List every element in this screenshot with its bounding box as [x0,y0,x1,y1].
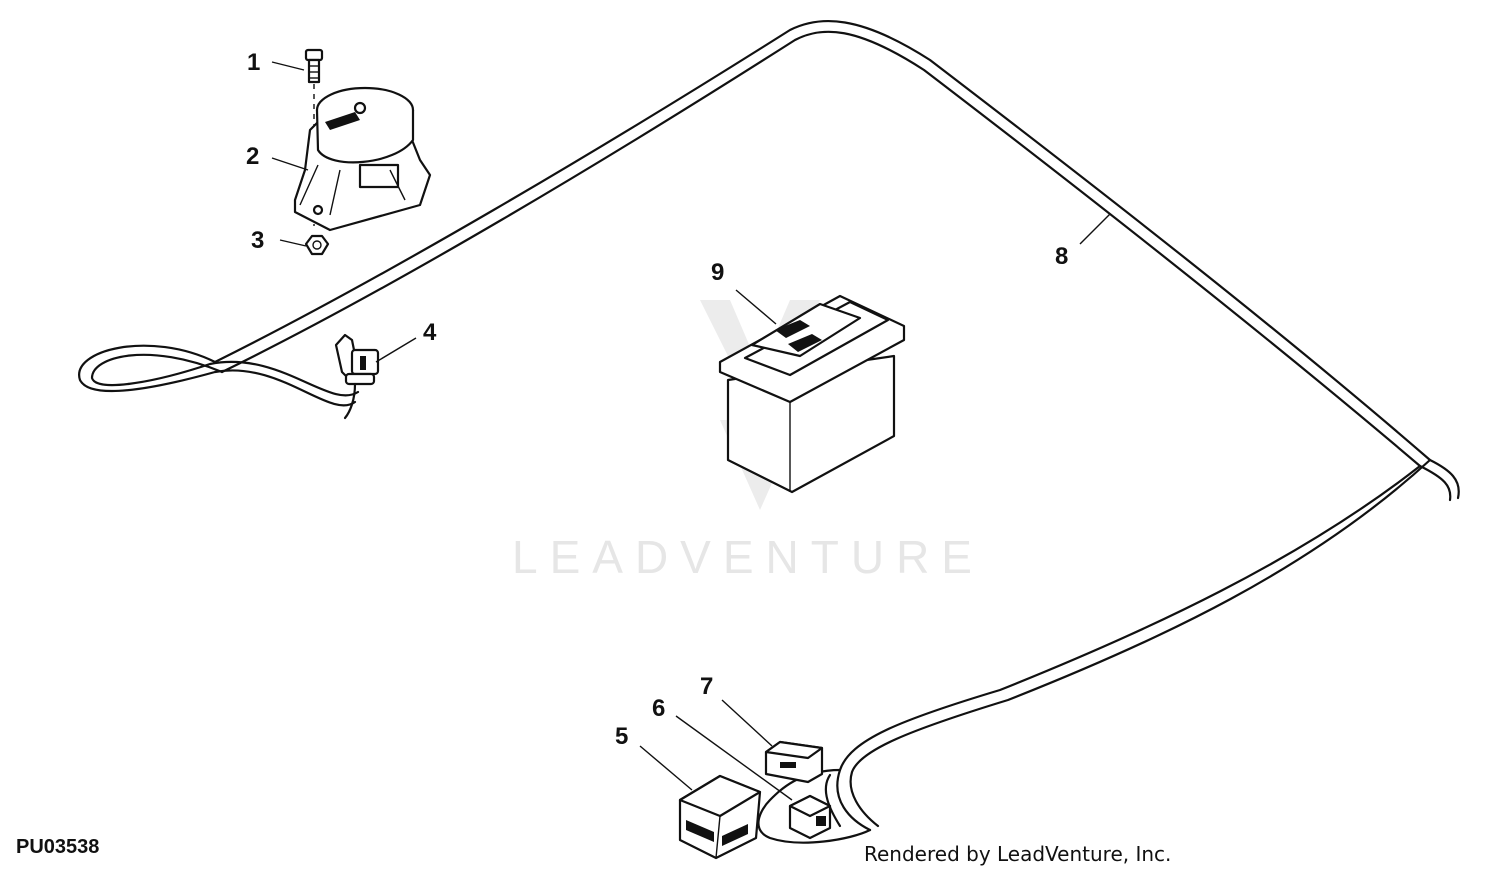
watermark-text: LEADVENTURE [512,531,984,583]
callout-6: 6 [652,695,665,722]
callout-3: 3 [251,227,264,254]
callout-8: 8 [1055,243,1068,270]
connector-6-part [788,794,832,840]
connector-5-part [678,774,762,860]
render-credit: Rendered by LeadVenture, Inc. [864,842,1172,866]
diagram-reference-code: PU03538 [16,836,100,858]
callout-labels: 1 2 3 4 5 6 7 8 9 [246,49,1068,750]
callout-7: 7 [700,673,713,700]
callout-4: 4 [423,319,437,346]
callout-2: 2 [246,143,259,170]
leader-lines [271,61,1111,801]
connector-7-part [764,740,824,784]
alarm-part [293,86,432,232]
nut-part [304,234,330,256]
sensor-connector-part [334,333,380,420]
callout-9: 9 [711,259,724,286]
rocker-switch-part [718,294,906,494]
callout-1: 1 [247,49,260,76]
wire-harness [78,19,1460,844]
callout-5: 5 [615,723,628,750]
